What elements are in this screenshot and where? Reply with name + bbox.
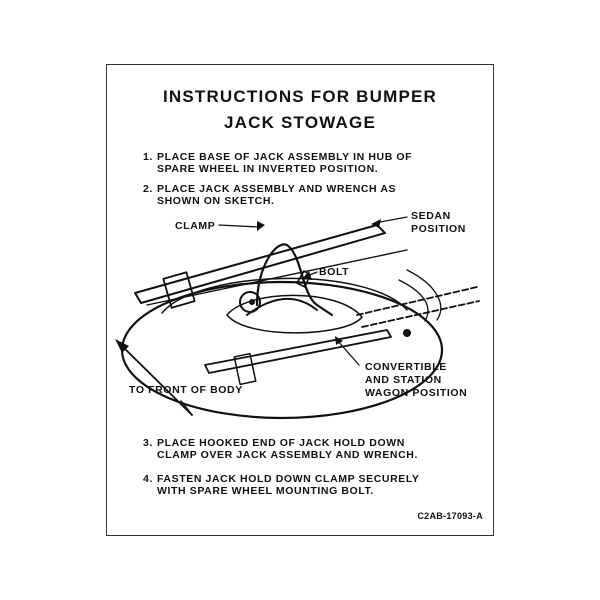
step-4: 4. FASTEN JACK HOLD DOWN CLAMP SECURELY W…: [143, 473, 420, 497]
leader-sedan: [374, 216, 408, 224]
label-sedan-1: SEDAN: [411, 210, 451, 222]
step-text: PLACE JACK ASSEMBLY AND WRENCH AS: [157, 183, 397, 195]
front-arrowhead: [115, 339, 129, 353]
label-convertible-2: AND STATION: [365, 374, 442, 386]
label-front-of-body: TO FRONT OF BODY: [129, 384, 243, 396]
step-text: CLAMP OVER JACK ASSEMBLY AND WRENCH.: [157, 449, 418, 461]
step-number: 2.: [143, 183, 153, 195]
step-number: 1.: [143, 151, 153, 163]
step-text: PLACE HOOKED END OF JACK HOLD DOWN: [157, 437, 405, 449]
step-number: 4.: [143, 473, 153, 485]
step-text: WITH SPARE WHEEL MOUNTING BOLT.: [157, 485, 374, 497]
jack-clamp: [255, 243, 334, 317]
leader-convertible: [336, 339, 360, 366]
label-convertible-1: CONVERTIBLE: [365, 361, 447, 373]
label-convertible-3: WAGON POSITION: [365, 387, 468, 399]
instruction-decal: INSTRUCTIONS FOR BUMPER JACK STOWAGE 1. P…: [106, 64, 494, 536]
jack-bar-convertible: [356, 286, 480, 328]
jack-bar-upper: [134, 224, 386, 304]
title-line-2: JACK STOWAGE: [224, 113, 376, 132]
label-sedan-2: POSITION: [411, 223, 466, 235]
label-clamp: CLAMP: [175, 220, 216, 232]
label-bolt: BOLT: [319, 266, 350, 278]
step-number: 3.: [143, 437, 153, 449]
step-text: PLACE BASE OF JACK ASSEMBLY IN HUB OF: [157, 151, 413, 163]
clamp-ring: [239, 291, 261, 313]
spare-wheel-hub: [226, 294, 363, 334]
title-line-1: INSTRUCTIONS FOR BUMPER: [162, 87, 438, 106]
step-text: FASTEN JACK HOLD DOWN CLAMP SECURELY: [157, 473, 420, 485]
step-3: 3. PLACE HOOKED END OF JACK HOLD DOWN CLA…: [143, 437, 418, 461]
part-number: C2AB-17093-A: [417, 511, 483, 521]
front-of-body-arrow: [118, 342, 193, 416]
step-text: SHOWN ON SKETCH.: [157, 195, 275, 207]
spare-wheel-rim: [161, 277, 408, 314]
jack-stowage-sketch: [115, 216, 480, 420]
jack-bar-lower: [146, 249, 408, 306]
wrench: [204, 329, 392, 374]
step-text: SPARE WHEEL IN INVERTED POSITION.: [157, 163, 379, 175]
step-2: 2. PLACE JACK ASSEMBLY AND WRENCH AS SHOW…: [143, 183, 396, 207]
step-1: 1.PLACE BASE OF JACK ASSEMBLY IN HUB OF …: [143, 151, 412, 175]
leader-clamp: [218, 224, 260, 228]
jack-base: [162, 271, 196, 309]
